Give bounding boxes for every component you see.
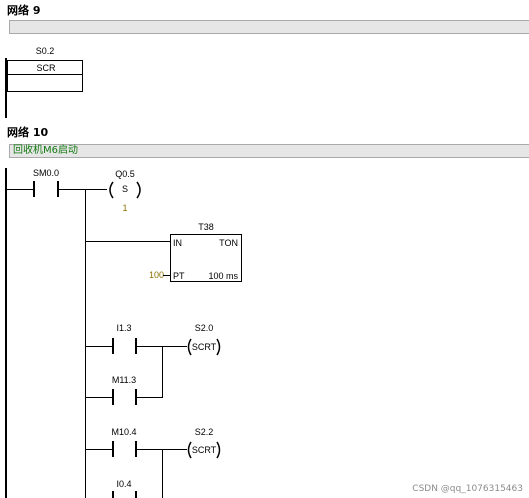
s20-address: S2.0 xyxy=(194,323,214,333)
sm00-contact-left[interactable] xyxy=(33,181,35,197)
scr-box-label: SCR xyxy=(36,63,56,73)
set-coil-count: 1 xyxy=(122,203,128,213)
s22-address: S2.2 xyxy=(194,427,214,437)
m104-label: M10.4 xyxy=(111,427,137,437)
i13-label: I1.3 xyxy=(116,323,132,333)
sm00-label: SM0.0 xyxy=(32,168,60,178)
network-9-comment[interactable] xyxy=(9,20,529,34)
i04-contact-right[interactable] xyxy=(135,491,137,498)
timer-resolution: 100 ms xyxy=(208,271,238,281)
network-9-title[interactable]: 网络 9 xyxy=(7,4,41,17)
i04-contact-left[interactable] xyxy=(112,491,114,498)
sm00-contact-right[interactable] xyxy=(57,181,59,197)
timer-type: TON xyxy=(219,238,238,248)
t38-label: T38 xyxy=(198,222,214,232)
wire xyxy=(85,449,112,450)
parallel-join-1 xyxy=(162,346,163,398)
set-coil-symbol: S xyxy=(121,184,129,194)
scr-box[interactable]: SCR xyxy=(7,60,83,92)
m113-label: M11.3 xyxy=(111,375,137,385)
ton-timer-box[interactable]: IN TON PT 100 ms xyxy=(170,234,242,282)
timer-pt-pin: PT xyxy=(173,271,185,281)
timer-pt-value[interactable]: 100 xyxy=(149,270,165,280)
q05-address: Q0.5 xyxy=(115,169,135,179)
i13-contact-left[interactable] xyxy=(112,338,114,354)
scrt-coil-s20[interactable] xyxy=(186,338,222,356)
i13-contact-right[interactable] xyxy=(135,338,137,354)
wire xyxy=(85,346,112,347)
m104-contact-left[interactable] xyxy=(112,441,114,457)
watermark: CSDN @qq_1076315463 xyxy=(412,484,523,494)
set-coil-q05[interactable] xyxy=(107,181,143,199)
wire xyxy=(59,189,107,190)
wire xyxy=(85,397,112,398)
s20-coil-label: SCRT xyxy=(191,342,217,352)
m113-contact-left[interactable] xyxy=(112,389,114,405)
network-10-comment[interactable]: 回收机M6启动 xyxy=(9,144,529,158)
branch-line xyxy=(85,189,86,498)
wire xyxy=(137,397,163,398)
wire xyxy=(7,189,33,190)
wire xyxy=(85,241,171,242)
wire xyxy=(163,275,171,276)
scr-box-divider xyxy=(8,74,82,75)
network-10-title[interactable]: 网络 10 xyxy=(7,126,49,139)
left-power-rail-2 xyxy=(5,168,7,498)
scr-address-label[interactable]: S0.2 xyxy=(35,46,55,56)
left-power-rail xyxy=(5,58,7,118)
scrt-coil-s22[interactable] xyxy=(186,441,222,459)
timer-in-pin: IN xyxy=(173,238,182,248)
i04-label: I0.4 xyxy=(116,479,132,489)
m113-contact-right[interactable] xyxy=(135,389,137,405)
parallel-join-2 xyxy=(162,449,163,498)
m104-contact-right[interactable] xyxy=(135,441,137,457)
s22-coil-label: SCRT xyxy=(191,445,217,455)
